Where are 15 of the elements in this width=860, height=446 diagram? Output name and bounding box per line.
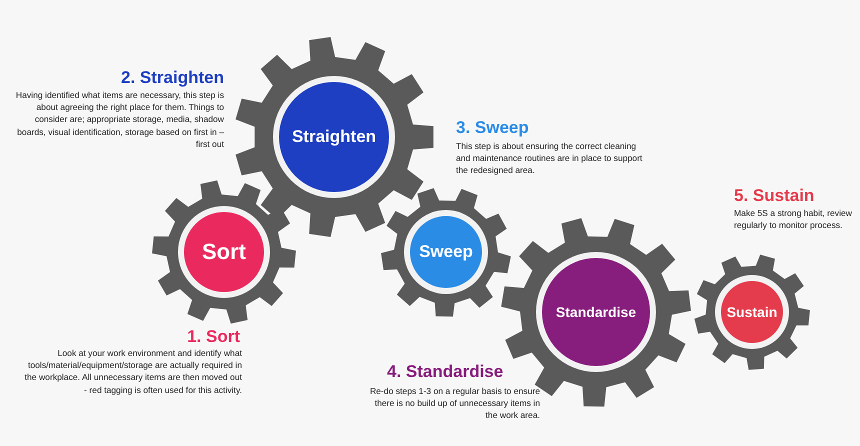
step-heading: 1. Sort — [186, 327, 240, 347]
gear-label: Sustain — [726, 304, 778, 320]
gear-label: Standardise — [556, 304, 636, 320]
step-heading: 4. Standardise — [387, 362, 504, 382]
step-description: Make 5S a strong habit, review regularly to monitor process. — [734, 207, 853, 232]
gear-label: Sort — [202, 239, 246, 265]
step-heading: 5. Sustain — [734, 186, 816, 206]
step-description: Re-do steps 1-3 on a regular basis to ensure there is no build up of unnecessary items in the work area. — [368, 385, 540, 422]
gear-label: Straighten — [292, 127, 376, 147]
step-description: Look at your work environment and identify what tools/material/equipment/storage are actually required in the workplace. All unnecessary items are then moved out - red tagging is often used for this activity. — [24, 347, 242, 396]
step-heading: 3. Sweep — [456, 118, 530, 138]
step-description: This step is about ensuring the correct cleaning and maintenance routines are in place to support the redesigned area. — [456, 140, 644, 177]
gear-label: Sweep — [419, 242, 473, 262]
step-description: Having identified what items are necessary, this step is about agreeing the right place for them. Things to consider are; appropriate storage, media, shadow boards, visual identification, storage based on first in – first out — [14, 89, 224, 150]
step-heading: 2. Straighten — [120, 68, 224, 88]
